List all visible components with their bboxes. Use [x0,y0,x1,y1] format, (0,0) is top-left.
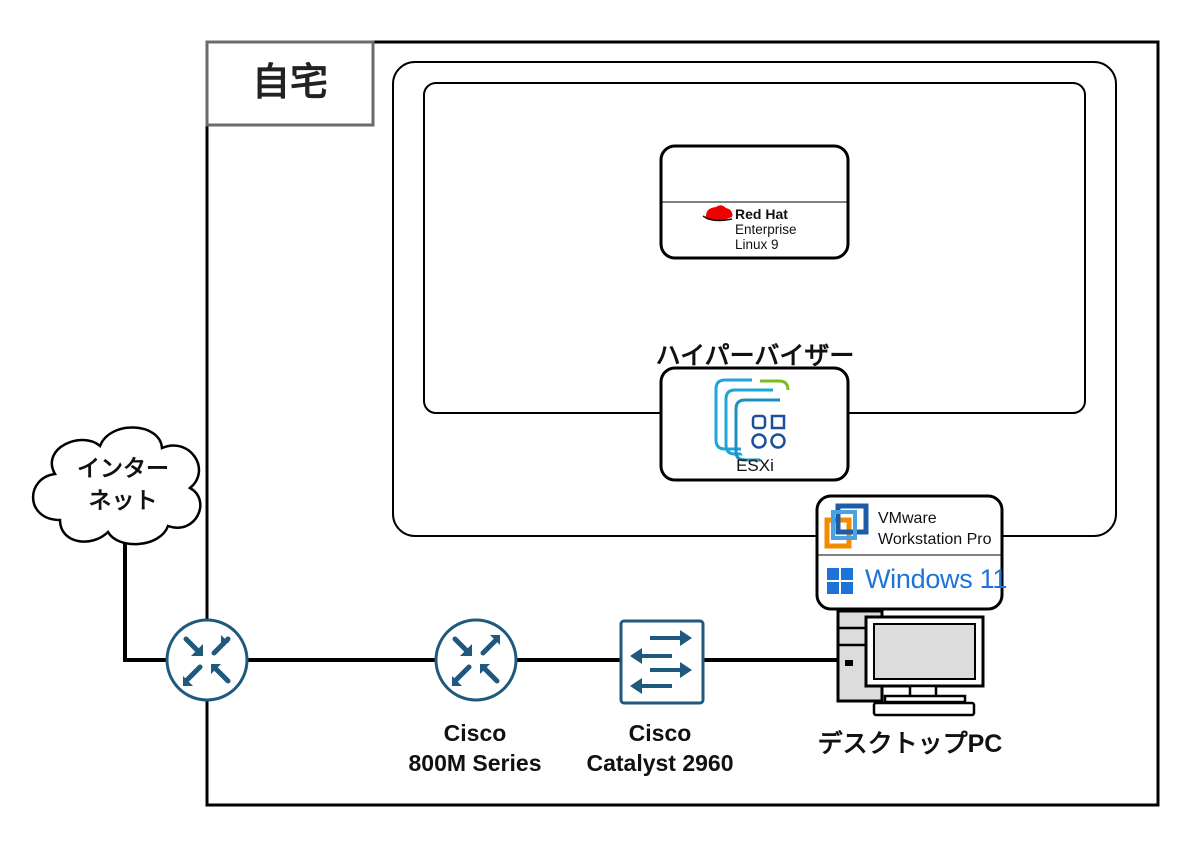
cisco-catalyst-switch-icon [619,619,705,705]
redhat-brand-text: Red Hat Enterprise Linux 9 [735,206,797,252]
gateway-router-icon [165,618,249,702]
hypervisor-label: ハイパーバイザー [655,342,855,370]
vmware-line2: Workstation Pro [878,531,992,548]
switch-label: Cisco Catalyst 2960 [565,718,755,778]
vmware-line1: VMware [878,510,937,527]
vmware-workstation-logo-icon [824,503,869,549]
vmware-workstation-label: VMware Workstation Pro [878,508,992,550]
router-label-line2: 800M Series [408,750,542,776]
esxi-logo-icon [714,378,793,462]
home-label: 自宅 [251,62,328,104]
cisco-800m-router-icon [434,618,518,702]
home-boundary [205,40,1160,807]
router-label: Cisco 800M Series [380,718,570,778]
internet-label-line1: インター [77,455,169,481]
switch-label-line1: Cisco [628,720,692,746]
home-label-box [205,40,375,127]
redhat-logo-icon [702,205,733,222]
desktop-pc-icon [836,609,985,717]
internet-cloud-icon [31,426,202,546]
pc-label: デスクトップPC [817,730,1003,758]
switch-label-line2: Catalyst 2960 [586,750,734,776]
internet-label: インター ネット [48,452,198,516]
link-internet-router [123,530,168,662]
host-os-box [815,494,1004,611]
redhat-brand: Red Hat [735,206,788,222]
esxi-label: ESXi [736,456,774,475]
router-label-line1: Cisco [443,720,507,746]
rhel-box [659,144,850,260]
windows-logo-icon [827,568,853,594]
workstation-container [392,61,1117,537]
rhel-line1: Enterprise [735,222,797,237]
windows-label: Windows 11 [865,564,1008,594]
rhel-line2: Linux 9 [735,237,779,252]
internet-label-line2: ネット [88,487,158,513]
